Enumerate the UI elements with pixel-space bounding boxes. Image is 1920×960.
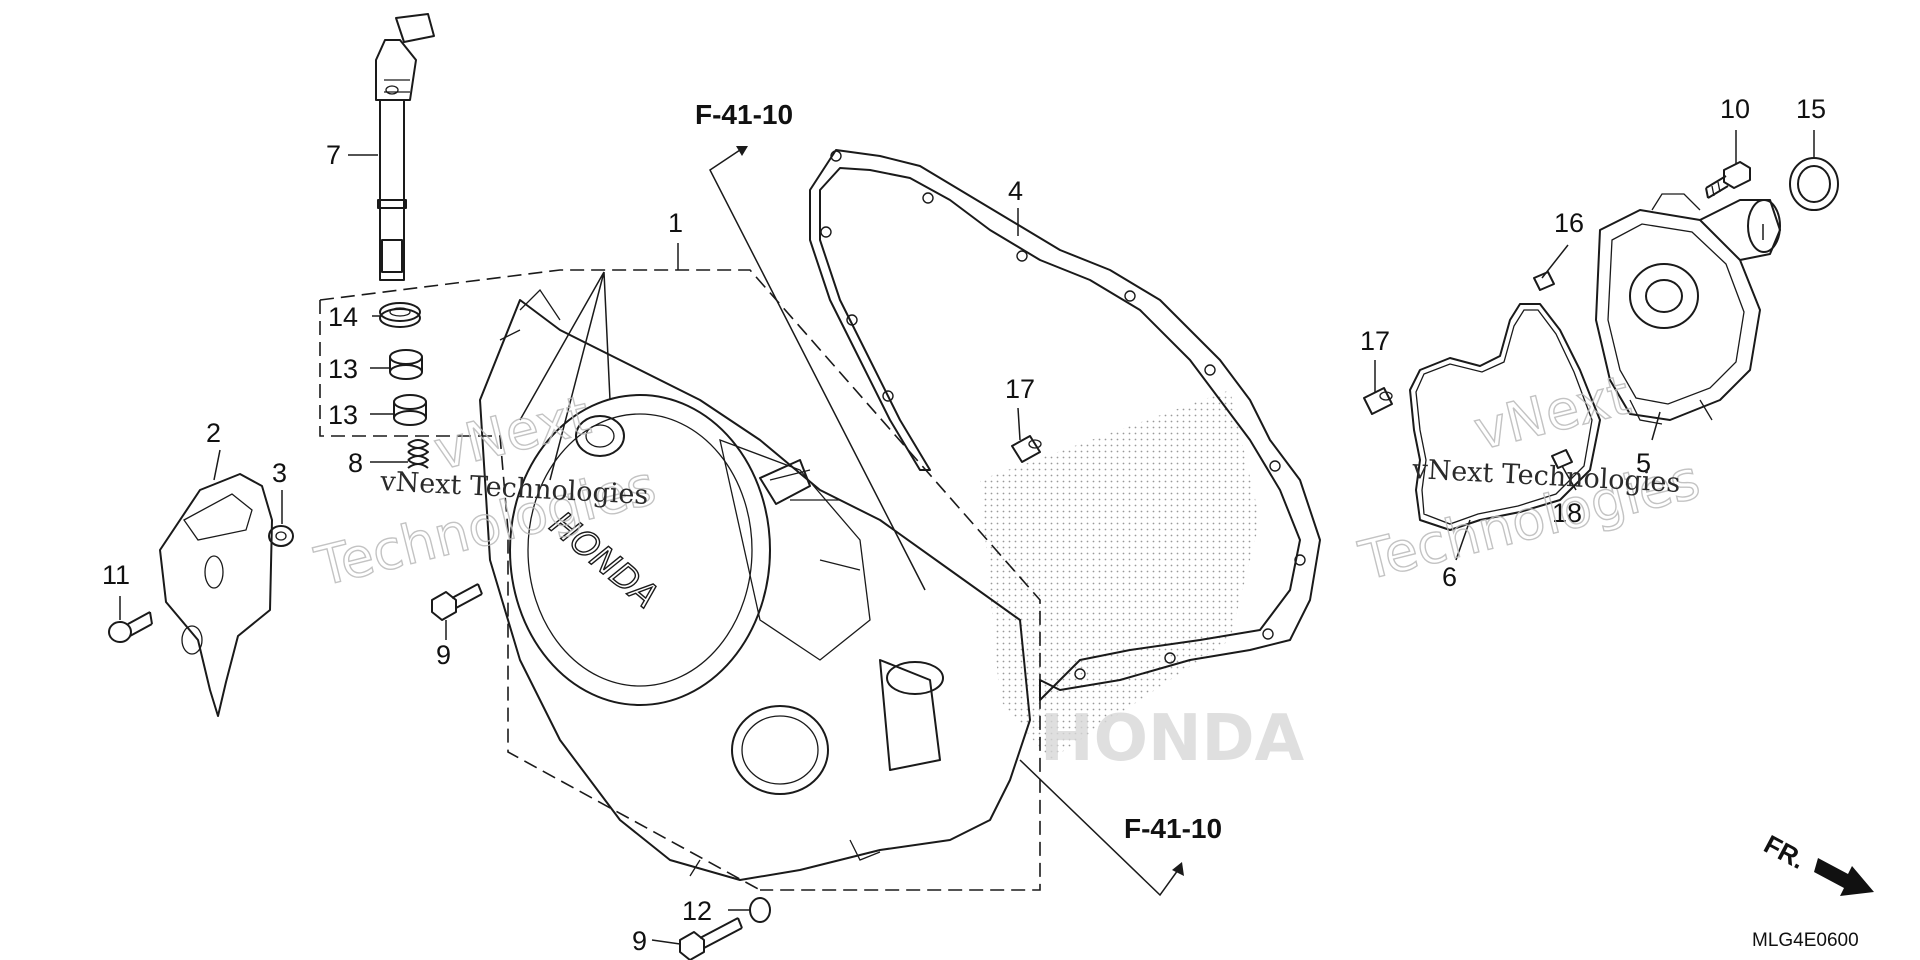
callout-9-lower: 9: [632, 926, 647, 956]
front-direction-indicator: FR.: [1759, 829, 1874, 896]
callout-11: 11: [102, 560, 130, 590]
watermark-brand-left: vNext: [428, 383, 596, 482]
reference-label-top[interactable]: F-41-10: [695, 99, 793, 130]
callout-5: 5: [1636, 448, 1651, 478]
reference-leader-bottom: [1019, 759, 1184, 897]
front-arrow-icon: [1814, 858, 1874, 896]
part-15-o-ring: [1789, 157, 1839, 211]
part-13-bearing-lower: [393, 394, 427, 426]
callout-1: 1: [668, 208, 683, 238]
callout-18: 18: [1552, 498, 1582, 528]
callout-labels: 1 2 3 4 5 6 7 8 9 9 10 11 12 13 13 14 15…: [102, 94, 1826, 956]
callout-13-lower: 13: [328, 400, 358, 430]
part-6-pump-gasket: [1409, 303, 1601, 531]
callout-3: 3: [272, 458, 287, 488]
background-logo-ghost: HONDA: [1040, 702, 1305, 776]
part-14-oil-seal: [379, 302, 421, 328]
part-17-dowel-pin-left: [1011, 435, 1042, 463]
background-shading: [980, 390, 1260, 760]
part-8-spring: [407, 439, 429, 469]
part-1-right-crankcase-cover: HONDA: [479, 288, 1031, 881]
callout-2: 2: [206, 418, 221, 448]
part-10-bolt: [1705, 161, 1751, 199]
part-9-bolt-lower: [679, 917, 743, 960]
callout-16: 16: [1554, 208, 1584, 238]
callout-14: 14: [328, 302, 358, 332]
part-17-dowel-pin-right: [1363, 387, 1393, 415]
reference-leader-top: [709, 146, 926, 591]
callout-17-left: 17: [1005, 374, 1035, 404]
watermark-right: vNext Technologies vNext Technologies: [1352, 363, 1706, 594]
part-12-washer: [749, 897, 771, 923]
callout-17-right: 17: [1360, 326, 1390, 356]
callout-9-upper: 9: [436, 640, 451, 670]
callout-6: 6: [1442, 562, 1457, 592]
part-2-guard: [159, 473, 273, 717]
part-3-washer: [268, 525, 294, 547]
callout-8: 8: [348, 448, 363, 478]
assembly-bracket-1: [319, 269, 1041, 891]
watermark-brand-right: vNext: [1468, 363, 1636, 462]
callout-15: 15: [1796, 94, 1826, 124]
drawing-code: MLG4E0600: [1752, 930, 1859, 951]
reference-label-bottom[interactable]: F-41-10: [1124, 813, 1222, 844]
callout-10: 10: [1720, 94, 1750, 124]
part-9-bolt-upper: [431, 583, 483, 621]
callout-12: 12: [682, 896, 712, 926]
part-18-dowel: [1551, 449, 1573, 469]
part-16-dowel: [1533, 271, 1555, 291]
callout-leaders: [119, 130, 1815, 945]
part-13-bearing-upper: [389, 349, 423, 380]
part-7-shaft: [375, 13, 435, 281]
front-label: FR.: [1759, 829, 1810, 875]
part-4-gasket: [809, 149, 1321, 701]
callout-13-upper: 13: [328, 354, 358, 384]
part-5-water-pump: [1595, 193, 1781, 425]
callout-4: 4: [1008, 176, 1023, 206]
callout-7: 7: [326, 140, 341, 170]
part-11-bolt: [108, 611, 153, 643]
